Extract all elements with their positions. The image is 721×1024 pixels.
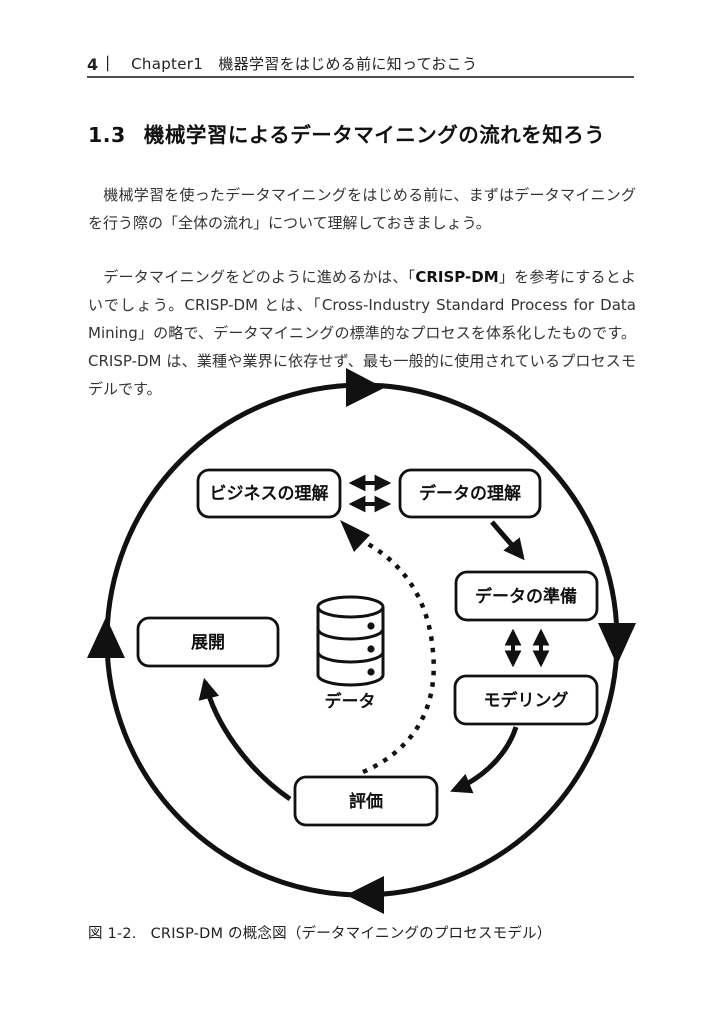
database-label: データ — [325, 691, 376, 712]
node-deployment: 展開 — [136, 616, 280, 668]
cycle-arrowhead-bottom — [346, 876, 384, 914]
header-divider: ｜ — [100, 55, 116, 73]
feedback-dotted-arrow — [362, 542, 436, 775]
cycle-arrowhead-right — [598, 623, 636, 665]
figure-number: 図 1-2. — [88, 926, 137, 942]
paragraph-2-post: 」を参考にするとよいでしょう。CRISP-DM とは、「Cross-Indust… — [88, 268, 636, 398]
node-modeling: モデリング — [453, 674, 599, 726]
feedback-arrowhead — [340, 520, 370, 552]
node-data-preparation-label: データの準備 — [475, 586, 577, 607]
page-header: 4 ｜ Chapter1 機器学習をはじめる前に知っておこう — [87, 48, 634, 74]
section-number: 1.3 — [88, 123, 126, 147]
figure-caption: 図 1-2. CRISP-DM の概念図（データマイニングのプロセスモデル） — [88, 922, 648, 943]
cycle-arrowhead-top — [346, 368, 384, 407]
node-business-understanding-label: ビジネスの理解 — [210, 483, 329, 504]
node-business-understanding: ビジネスの理解 — [196, 468, 342, 519]
node-evaluation-label: 評価 — [349, 791, 383, 812]
section-heading: 1.3 機械学習によるデータマイニングの流れを知ろう — [88, 118, 648, 148]
node-deployment-label: 展開 — [191, 633, 225, 653]
node-data-preparation: データの準備 — [454, 570, 599, 622]
paragraph-1: 機械学習を使ったデータマイニングをはじめる前に、まずはデータマイニングを行う際の… — [88, 186, 636, 232]
node-data-understanding: データの理解 — [398, 468, 542, 519]
paragraph-2-pre: データマイニングをどのように進めるかは、「 — [88, 268, 416, 286]
node-evaluation: 評価 — [293, 775, 439, 827]
section-title-text: 機械学習によるデータマイニングの流れを知ろう — [143, 123, 606, 147]
arrow-evaluation-deployment — [198, 677, 292, 802]
chapter-title: Chapter1 機器学習をはじめる前に知っておこう — [131, 55, 478, 73]
node-data-understanding-label: データの理解 — [419, 483, 521, 504]
arrow-modeling-evaluation — [450, 726, 519, 794]
paragraph-2: データマイニングをどのように進めるかは、「CRISP-DM」を参考にするとよいで… — [88, 263, 636, 403]
figure-caption-text: CRISP-DM の概念図（データマイニングのプロセスモデル） — [150, 926, 552, 942]
crisp-dm-diagram: ビジネスの理解 データの理解 データの準備 モデリング 展開 評価 — [87, 368, 636, 914]
page-number: 4 — [87, 55, 99, 74]
cycle-arrowhead-left — [87, 617, 125, 658]
database-icon — [316, 595, 385, 687]
crisp-dm-keyword: CRISP-DM — [415, 268, 499, 286]
arrow-understanding-preparation — [490, 520, 525, 561]
header-rule — [87, 76, 634, 78]
node-modeling-label: モデリング — [484, 690, 569, 711]
